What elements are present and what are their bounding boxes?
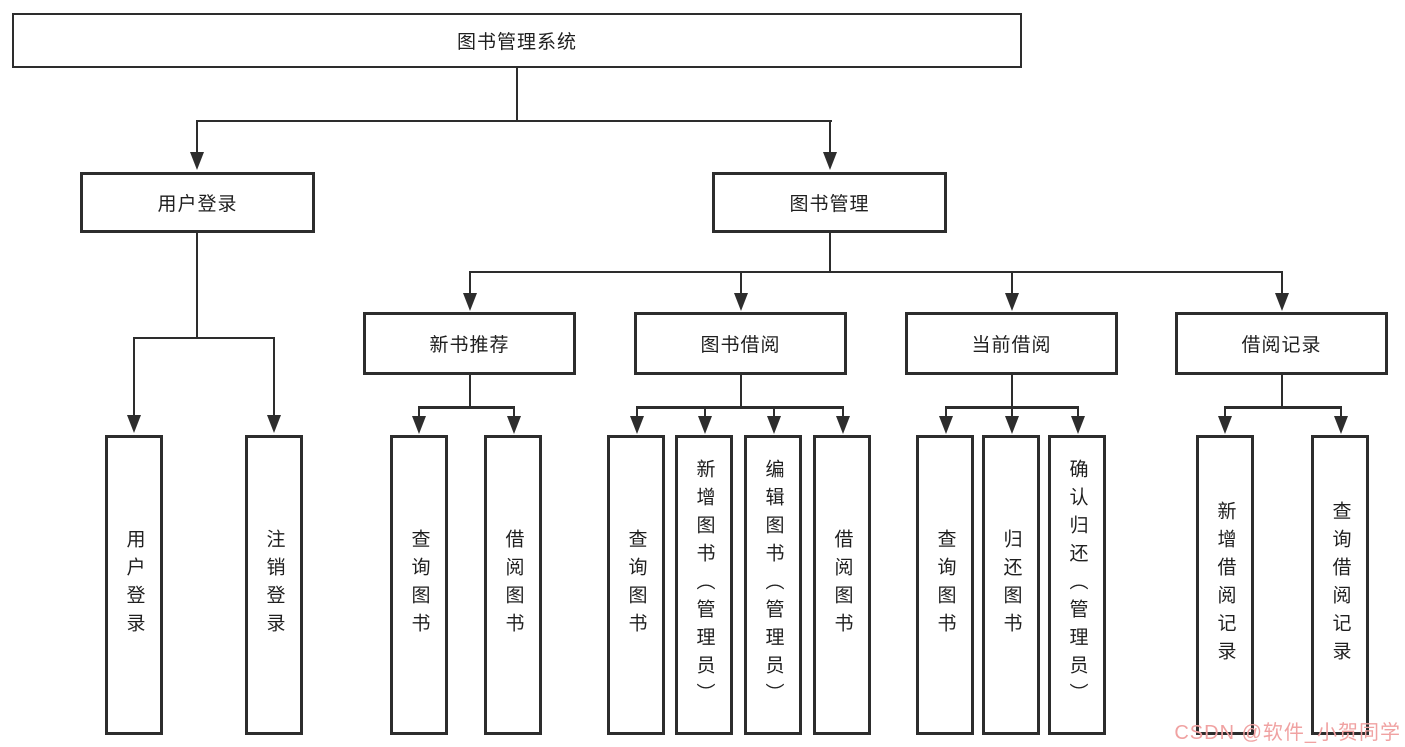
node-current-borrow-label: 当前借阅 xyxy=(971,335,1052,356)
leaf-borrow-borrow: 借阅图书 xyxy=(813,435,871,735)
node-new-book-rec: 新书推荐 xyxy=(363,312,576,375)
arrowhead xyxy=(127,415,141,433)
leaf-borrow-borrow-label: 借阅图书 xyxy=(831,529,853,641)
node-user-login-label: 用户登录 xyxy=(157,194,238,215)
connector xyxy=(1281,273,1283,295)
connector xyxy=(945,406,1079,409)
connector xyxy=(273,339,275,417)
leaf-current-return-label: 归还图书 xyxy=(1000,529,1022,641)
leaf-record-query: 查询借阅记录 xyxy=(1311,435,1369,735)
arrowhead xyxy=(507,416,521,434)
node-book-borrow-label: 图书借阅 xyxy=(700,335,781,356)
leaf-user-login-label: 用户登录 xyxy=(123,529,145,641)
arrowhead xyxy=(939,416,953,434)
leaf-current-confirm-admin-label: 确认归还（管理员） xyxy=(1066,459,1088,711)
node-book-mgmt-label: 图书管理 xyxy=(789,194,870,215)
connector xyxy=(513,408,515,417)
connector xyxy=(1224,408,1226,417)
arrowhead xyxy=(1218,416,1232,434)
connector xyxy=(469,271,1283,273)
connector xyxy=(773,408,775,417)
node-new-book-rec-label: 新书推荐 xyxy=(429,335,510,356)
leaf-current-query: 查询图书 xyxy=(916,435,974,735)
arrowhead xyxy=(267,415,281,433)
leaf-record-add: 新增借阅记录 xyxy=(1196,435,1254,735)
arrowhead xyxy=(190,152,204,170)
leaf-borrow-edit-admin-label: 编辑图书（管理员） xyxy=(762,459,784,711)
connector xyxy=(469,375,471,409)
leaf-logout: 注销登录 xyxy=(245,435,303,735)
leaf-borrow-add-admin-label: 新增图书（管理员） xyxy=(693,459,715,711)
leaf-record-add-label: 新增借阅记录 xyxy=(1214,501,1236,669)
connector xyxy=(133,339,135,417)
leaf-newbook-query: 查询图书 xyxy=(390,435,448,735)
node-root-label: 图书管理系统 xyxy=(456,32,577,53)
arrowhead xyxy=(823,152,837,170)
arrowhead xyxy=(1334,416,1348,434)
connector xyxy=(842,408,844,417)
connector xyxy=(418,406,515,409)
arrowhead xyxy=(630,416,644,434)
connector xyxy=(829,233,831,273)
node-user-login: 用户登录 xyxy=(80,172,315,233)
leaf-current-return: 归还图书 xyxy=(982,435,1040,735)
connector xyxy=(1340,408,1342,417)
arrowhead xyxy=(836,416,850,434)
leaf-borrow-query-label: 查询图书 xyxy=(625,529,647,641)
arrowhead xyxy=(412,416,426,434)
node-book-mgmt: 图书管理 xyxy=(712,172,947,233)
arrowhead xyxy=(463,293,477,311)
connector xyxy=(418,408,420,417)
connector xyxy=(1011,408,1013,417)
connector xyxy=(636,406,844,409)
connector xyxy=(704,408,706,417)
connector xyxy=(469,273,471,295)
leaf-newbook-query-label: 查询图书 xyxy=(408,529,430,641)
connector xyxy=(1011,375,1013,409)
connector xyxy=(1281,375,1283,409)
arrowhead xyxy=(767,416,781,434)
leaf-newbook-borrow-label: 借阅图书 xyxy=(502,529,524,641)
arrowhead xyxy=(1005,416,1019,434)
connector xyxy=(1011,273,1013,295)
leaf-logout-label: 注销登录 xyxy=(263,529,285,641)
node-book-borrow: 图书借阅 xyxy=(634,312,847,375)
connector xyxy=(1077,408,1079,417)
connector xyxy=(196,120,832,122)
connector xyxy=(829,122,831,154)
connector xyxy=(1224,406,1342,409)
connector xyxy=(740,375,742,409)
connector xyxy=(740,273,742,295)
connector xyxy=(945,408,947,417)
node-root: 图书管理系统 xyxy=(12,13,1022,68)
arrowhead xyxy=(1005,293,1019,311)
leaf-newbook-borrow: 借阅图书 xyxy=(484,435,542,735)
connector xyxy=(196,122,198,154)
leaf-user-login: 用户登录 xyxy=(105,435,163,735)
leaf-current-confirm-admin: 确认归还（管理员） xyxy=(1048,435,1106,735)
connector xyxy=(133,337,275,339)
arrowhead xyxy=(734,293,748,311)
arrowhead xyxy=(1275,293,1289,311)
leaf-borrow-edit-admin: 编辑图书（管理员） xyxy=(744,435,802,735)
node-borrow-record: 借阅记录 xyxy=(1175,312,1388,375)
connector xyxy=(636,408,638,417)
leaf-borrow-add-admin: 新增图书（管理员） xyxy=(675,435,733,735)
leaf-borrow-query: 查询图书 xyxy=(607,435,665,735)
node-borrow-record-label: 借阅记录 xyxy=(1241,335,1322,356)
node-current-borrow: 当前借阅 xyxy=(905,312,1118,375)
leaf-current-query-label: 查询图书 xyxy=(934,529,956,641)
arrowhead xyxy=(1071,416,1085,434)
leaf-record-query-label: 查询借阅记录 xyxy=(1329,501,1351,669)
arrowhead xyxy=(698,416,712,434)
connector xyxy=(516,68,518,122)
connector xyxy=(196,233,198,339)
